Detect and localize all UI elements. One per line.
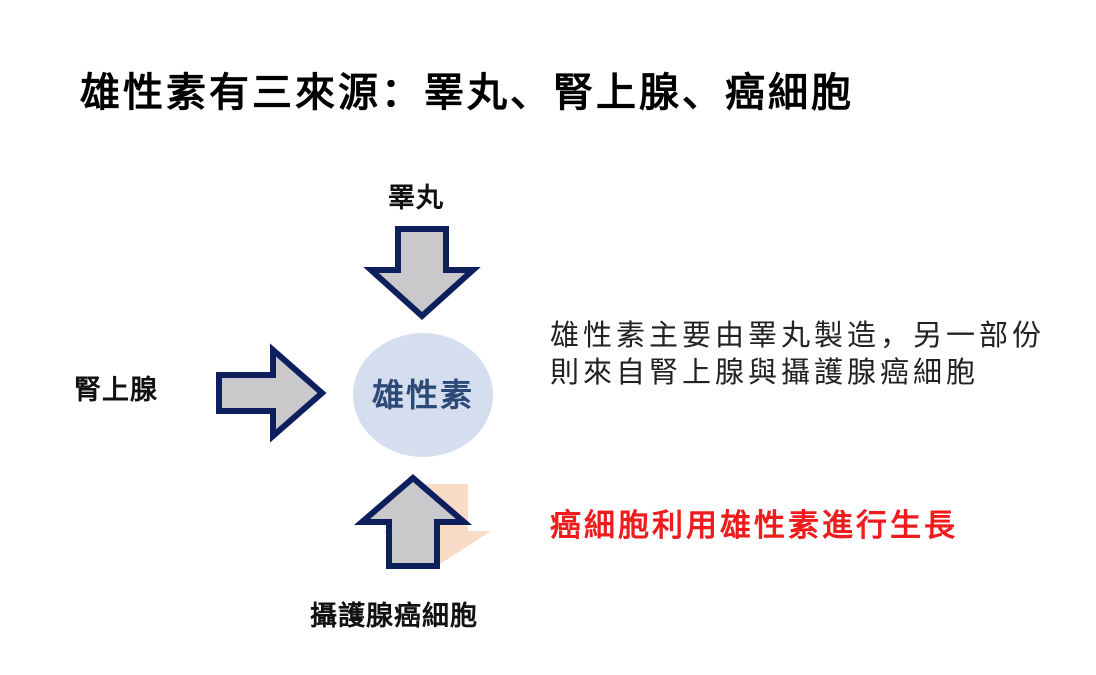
center-ellipse bbox=[353, 333, 493, 457]
source-label-testis: 睪丸 bbox=[388, 183, 444, 214]
description-text: 雄性素主要由睪丸製造，另一部份則來自腎上腺與攝護腺癌細胞 bbox=[550, 318, 1046, 389]
down-arrow-shape bbox=[363, 226, 481, 321]
source-label-adrenal: 腎上腺 bbox=[74, 375, 158, 406]
up-arrow-shape bbox=[353, 474, 473, 569]
source-label-prostate-cancer-cells: 攝護腺癌細胞 bbox=[310, 601, 478, 632]
right-arrow-shape bbox=[216, 343, 327, 443]
highlight-text: 癌細胞利用雄性素進行生長 bbox=[550, 508, 958, 544]
slide-title: 雄性素有三來源：睪丸、腎上腺、癌細胞 bbox=[80, 70, 854, 116]
center-label-androgen: 雄性素 bbox=[371, 376, 474, 414]
